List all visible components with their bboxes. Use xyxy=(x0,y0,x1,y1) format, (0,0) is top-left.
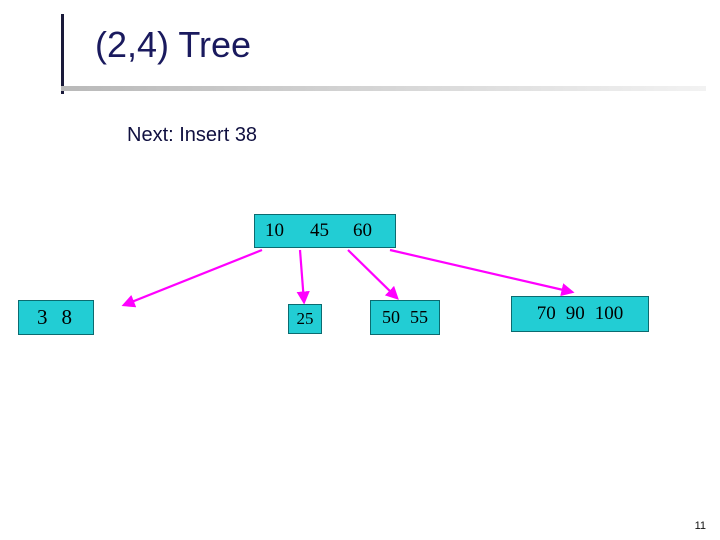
edge-root-to-child-4 xyxy=(389,248,575,297)
tree-node-root-key-1: 45 xyxy=(310,220,329,241)
edge-root-to-child-3 xyxy=(347,249,399,300)
title-vertical-rule xyxy=(61,14,64,94)
tree-node-child-2[interactable]: 25 xyxy=(288,304,322,334)
tree-node-child-3[interactable]: 50 55 xyxy=(370,300,440,335)
tree-node-child-1[interactable]: 3 8 xyxy=(18,300,94,335)
edge-root-to-child-1 xyxy=(121,248,263,308)
tree-node-child-4-key-2: 100 xyxy=(594,303,624,324)
tree-node-child-4-key-1: 90 xyxy=(565,303,585,324)
slide-subtitle: Next: Insert 38 xyxy=(127,124,258,146)
tree-node-root-key-2: 60 xyxy=(353,220,372,241)
tree-node-root[interactable]: 10 45 60 xyxy=(254,214,396,248)
tree-node-child-4-key-0: 70 xyxy=(536,303,556,324)
page-title: (2,4) Tree xyxy=(95,24,252,65)
edge-root-to-child-2 xyxy=(296,249,310,305)
tree-node-child-1-key-1: 8 xyxy=(61,305,73,329)
tree-node-child-2-key-0: 25 xyxy=(296,309,314,328)
tree-node-child-1-key-0: 3 xyxy=(37,305,48,329)
title-horizontal-rule xyxy=(61,86,706,91)
tree-node-child-3-key-0: 50 xyxy=(382,307,400,327)
page-number: 11 xyxy=(694,520,706,532)
tree-node-root-key-0: 10 xyxy=(265,220,284,241)
tree-node-child-3-key-1: 55 xyxy=(410,307,428,327)
tree-node-child-4[interactable]: 70 90 100 xyxy=(511,296,649,332)
